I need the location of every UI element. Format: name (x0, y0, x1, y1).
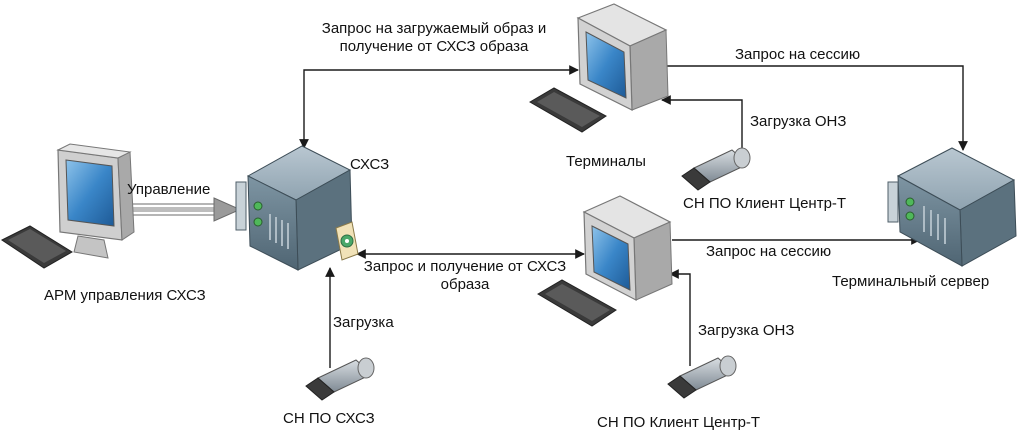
edge-request-image (299, 65, 579, 149)
request-image-label: Запрос на загружаемый образ и получение … (296, 20, 572, 56)
usb-bottom-icon (667, 355, 737, 399)
arm-workstation-icon (1, 143, 135, 269)
terminal-bottom-icon (537, 195, 673, 327)
usb-client-bottom-label: СН ПО Клиент Центр-Т (597, 414, 761, 431)
edge-load-onz-bottom (669, 269, 691, 366)
load-label: Загрузка (333, 314, 394, 331)
usb-top-icon (681, 147, 751, 191)
request-image-line1: Запрос на загружаемый образ и (321, 20, 547, 37)
terminal-top-icon (529, 3, 669, 133)
load-onz-bottom-label: Загрузка ОНЗ (698, 322, 795, 339)
terminal-server-label: Терминальный сервер (832, 273, 990, 290)
request-receive-line1: Запрос и получение от СХСЗ (363, 258, 567, 275)
shsz-server-icon (235, 145, 359, 271)
request-receive-line2: образа (440, 276, 490, 293)
request-receive-label: Запрос и получение от СХСЗ образа (350, 258, 580, 294)
request-image-line2: получение от СХСЗ образа (339, 38, 529, 55)
arm-label: АРМ управления СХСЗ (44, 287, 206, 304)
edge-load-onz-top (661, 95, 743, 150)
control-arrow (117, 197, 242, 222)
connections (299, 65, 968, 368)
terminals-label: Терминалы (566, 153, 646, 170)
shsz-label: СХСЗ (350, 156, 390, 173)
session-top-label: Запрос на сессию (735, 46, 861, 63)
load-onz-top-label: Загрузка ОНЗ (750, 113, 847, 130)
session-bottom-label: Запрос на сессию (706, 243, 832, 260)
terminal-server-icon (887, 147, 1017, 267)
control-label: Управление (127, 181, 211, 198)
usb-shsz-icon (305, 357, 375, 401)
usb-shsz-label: СН ПО СХСЗ (283, 410, 375, 427)
edge-session-top (666, 65, 968, 151)
usb-client-top-label: СН ПО Клиент Центр-Т (683, 195, 847, 212)
